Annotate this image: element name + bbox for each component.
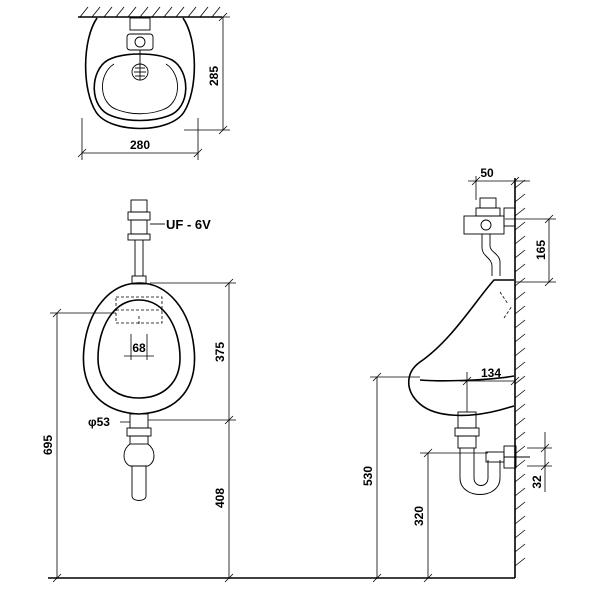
top-view-wall-hatch <box>79 6 221 18</box>
outlet-height-label: 408 <box>213 488 227 508</box>
front-view-bowl-opening <box>97 299 181 399</box>
valve-model-label: UF - 6V <box>166 217 211 232</box>
side-view-trap <box>454 411 530 495</box>
inlet-width-label: 68 <box>132 341 146 355</box>
valve-height-label: 165 <box>534 240 548 260</box>
top-view-valve-body <box>129 17 151 31</box>
top-view-drain-grate <box>131 63 149 81</box>
side-view-flush-valve <box>463 197 516 276</box>
rim-height-label: 530 <box>361 466 375 486</box>
drain-height-label: 320 <box>412 506 426 526</box>
overall-height-label: 695 <box>41 435 55 455</box>
side-view-urinal-body <box>407 279 515 417</box>
bowl-height-label: 375 <box>213 342 227 362</box>
front-view: UF - 6V 68 φ53 695 <box>41 199 515 583</box>
top-view-valve-knob <box>134 36 146 48</box>
wall-offset-label: 50 <box>480 166 494 180</box>
outlet-diameter-label: φ53 <box>88 415 110 429</box>
top-view-depth-label: 285 <box>207 66 221 86</box>
side-view: 50 165 134 530 320 32 <box>361 166 556 583</box>
projection-label: 134 <box>481 366 501 380</box>
drain-diameter-label: 32 <box>530 475 544 489</box>
top-view-inner-bowl <box>93 53 187 122</box>
front-view-flush-valve <box>127 199 165 285</box>
side-view-wall-hatch <box>514 179 526 567</box>
front-view-outlet-trap <box>123 413 155 501</box>
top-view: 285 280 <box>77 6 230 160</box>
top-view-width-label: 280 <box>130 138 150 152</box>
top-view-valve-flange <box>126 33 154 51</box>
top-view-outer-shell <box>84 17 196 130</box>
